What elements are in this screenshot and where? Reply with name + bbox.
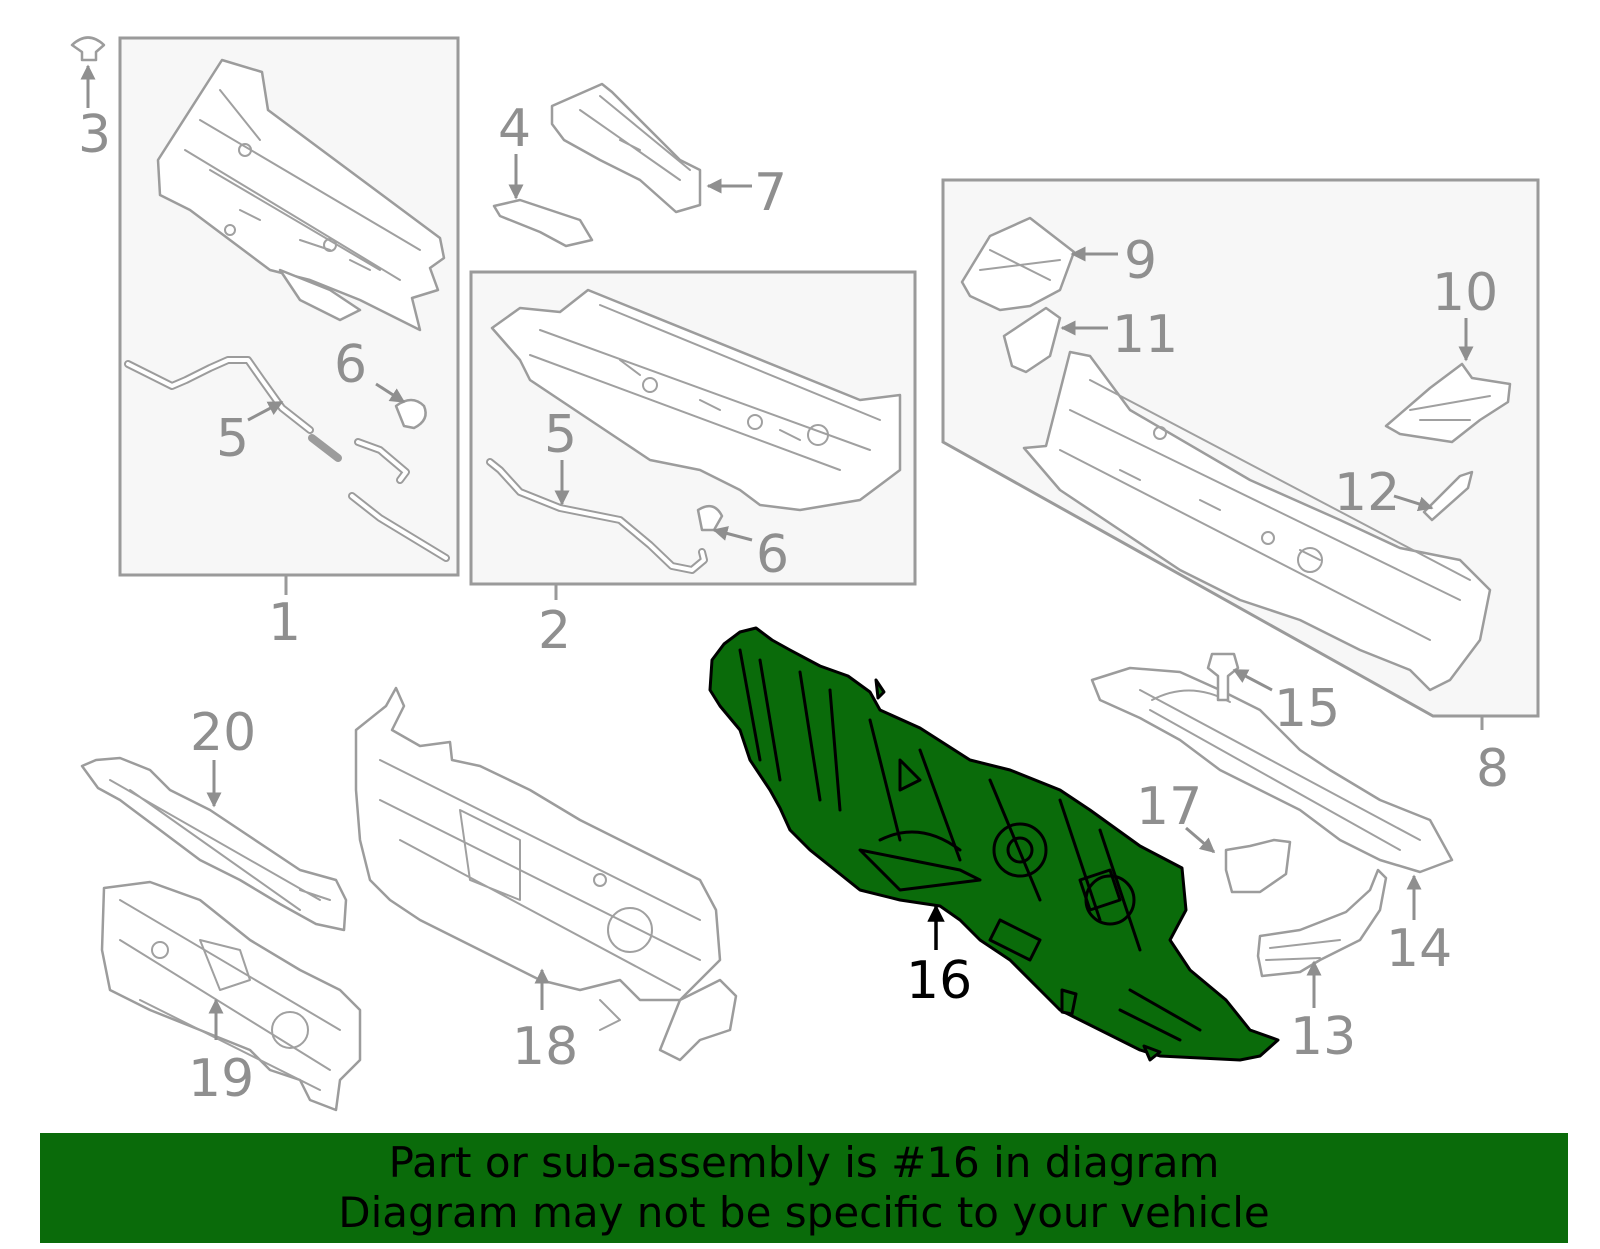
cowl-top-panel-8[interactable] (1022, 350, 1492, 692)
callout-10: 10 (1432, 263, 1498, 323)
callout-5a: 5 (216, 409, 249, 469)
callout-20: 20 (190, 703, 256, 763)
bracket-part-13[interactable] (1256, 868, 1388, 978)
dash-panel-part-18[interactable] (354, 686, 722, 1002)
bracket-part-11[interactable] (1002, 306, 1062, 374)
clip-part-3[interactable] (70, 36, 106, 62)
bracket-part-4[interactable] (492, 198, 594, 248)
callout-19: 19 (188, 1049, 254, 1109)
callout-12: 12 (1334, 463, 1400, 523)
bracket-part-7[interactable] (550, 82, 702, 214)
banner-line-1: Part or sub-assembly is #16 in diagram (388, 1138, 1220, 1187)
callout-15: 15 (1274, 679, 1340, 739)
bracket-part-17[interactable] (1224, 838, 1292, 894)
callout-2: 2 (538, 601, 571, 661)
group-box-1 (118, 36, 460, 595)
group-box-2 (469, 270, 917, 600)
group-box-8 (941, 178, 1540, 730)
callout-1: 1 (268, 593, 301, 653)
insulator-part-19[interactable] (100, 880, 362, 1112)
callout-6a: 6 (334, 335, 367, 395)
callout-13: 13 (1290, 1007, 1356, 1067)
info-banner: Part or sub-assembly is #16 in diagram D… (40, 1133, 1568, 1243)
callout-16: 16 (906, 951, 972, 1011)
washer-nozzle-6a[interactable] (394, 398, 427, 430)
dash-panel-part-16-highlighted[interactable] (708, 626, 1280, 1062)
bracket-part-12[interactable] (1422, 470, 1474, 522)
callout-7: 7 (754, 163, 787, 223)
callout-14: 14 (1386, 919, 1452, 979)
callout-17: 17 (1136, 777, 1202, 837)
callout-3: 3 (78, 105, 111, 165)
bolt-part-15[interactable] (1206, 652, 1240, 702)
callout-5b: 5 (544, 405, 577, 465)
callout-9: 9 (1124, 231, 1157, 291)
callout-4: 4 (498, 99, 531, 159)
callout-6b: 6 (756, 525, 789, 585)
callout-18: 18 (512, 1017, 578, 1077)
callout-11: 11 (1112, 305, 1178, 365)
callout-8: 8 (1476, 739, 1509, 799)
banner-line-2: Diagram may not be specific to your vehi… (338, 1188, 1270, 1237)
